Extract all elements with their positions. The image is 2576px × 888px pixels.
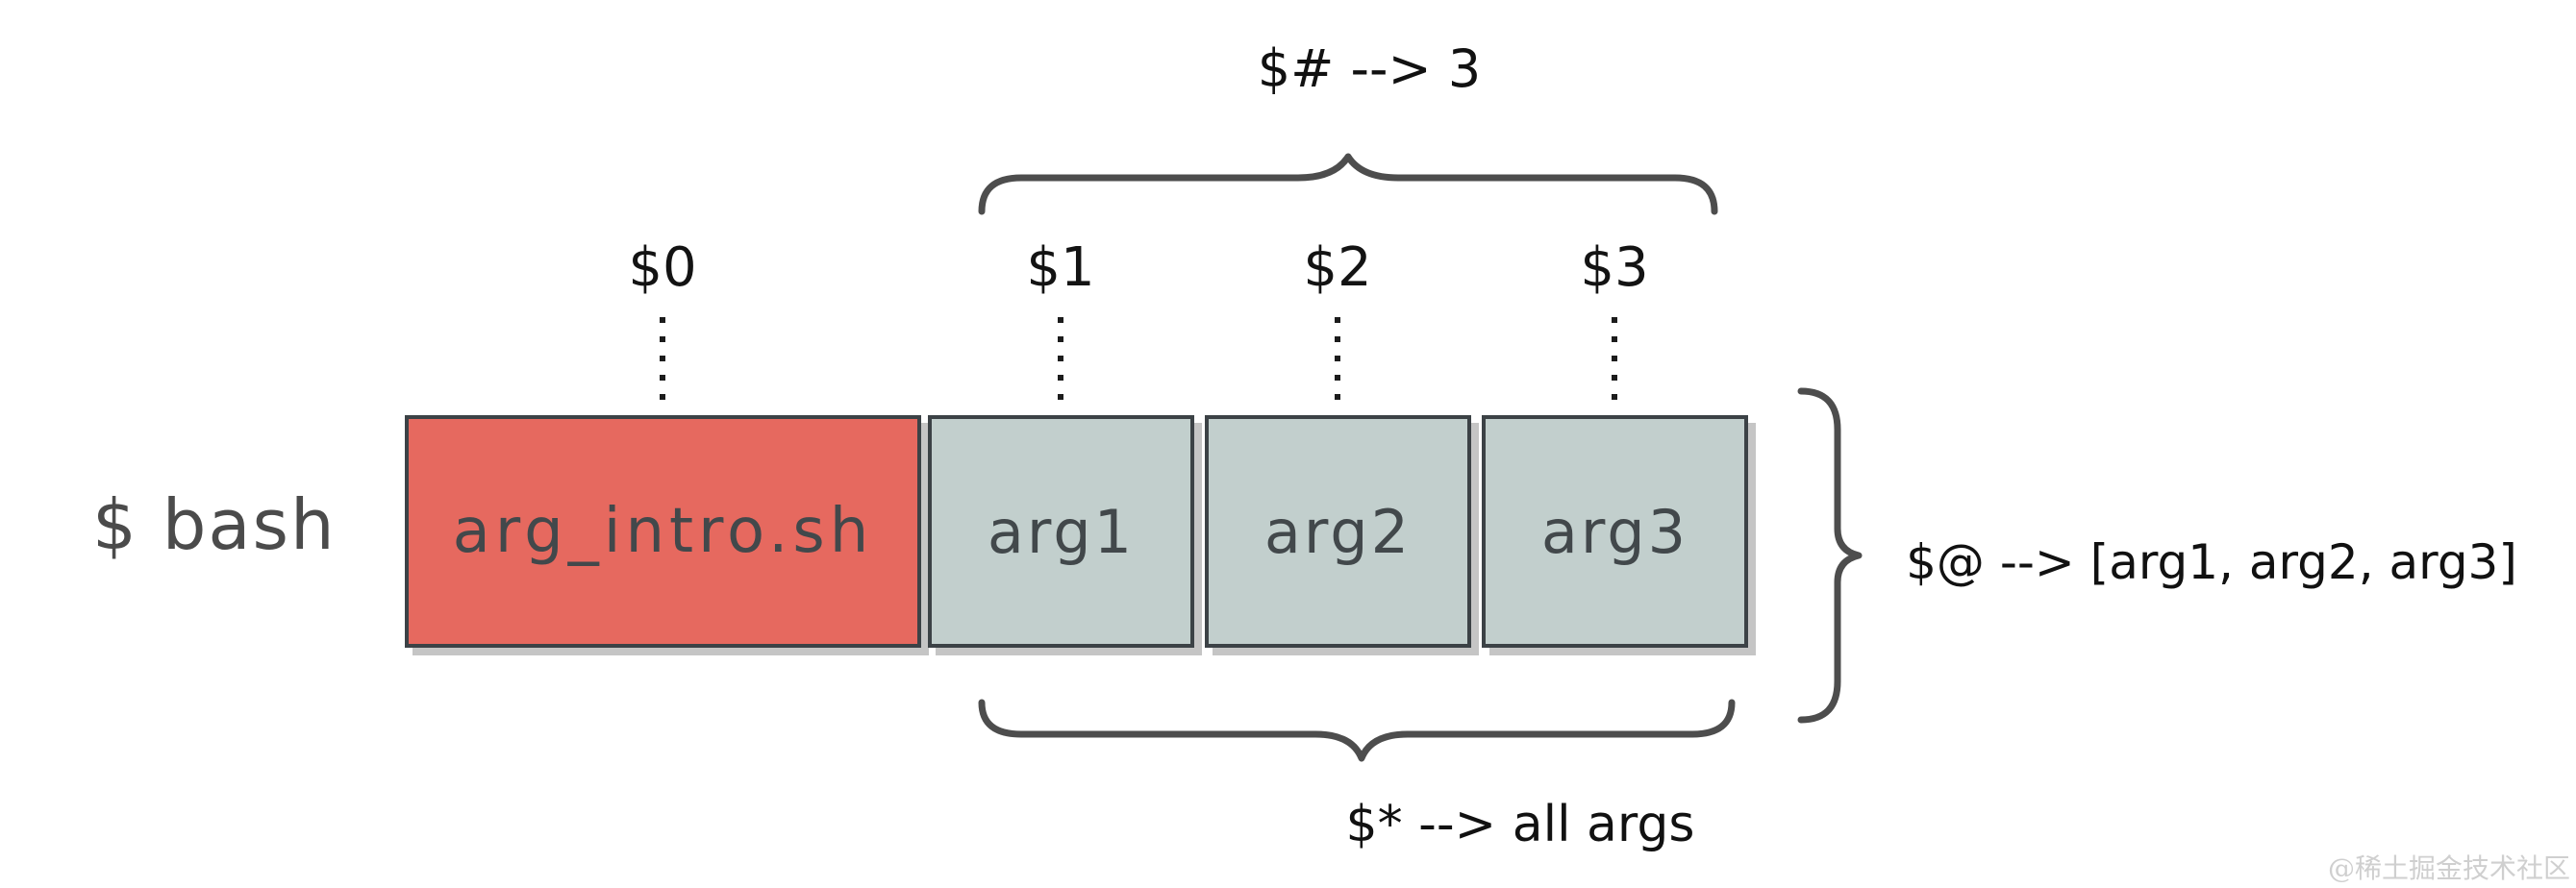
arg-count-brace-icon bbox=[977, 152, 1719, 215]
all-args-brace-icon bbox=[977, 698, 1737, 763]
watermark: @稀土掘金技术社区 bbox=[2327, 852, 2570, 884]
arg3-box: arg3 bbox=[1482, 415, 1748, 648]
arg2-label: arg2 bbox=[1263, 496, 1413, 567]
arg-count-annotation: $# --> 3 bbox=[1257, 38, 1482, 99]
dotted-connector-2 bbox=[1335, 317, 1340, 411]
var-label-2: $2 bbox=[1303, 236, 1372, 299]
script-name-label: arg_intro.sh bbox=[452, 496, 874, 567]
dotted-connector-0 bbox=[660, 317, 665, 411]
var-label-1: $1 bbox=[1026, 236, 1095, 299]
script-name-box: arg_intro.sh bbox=[405, 415, 921, 648]
shell-prompt: $ bash bbox=[92, 484, 337, 565]
arg2-box: arg2 bbox=[1205, 415, 1471, 648]
at-array-annotation: $@ --> [arg1, arg2, arg3] bbox=[1906, 534, 2517, 590]
arg1-label: arg1 bbox=[987, 496, 1136, 567]
dotted-connector-1 bbox=[1058, 317, 1063, 411]
arg1-box: arg1 bbox=[928, 415, 1194, 648]
dotted-connector-3 bbox=[1612, 317, 1617, 411]
array-brace-icon bbox=[1794, 386, 1863, 725]
var-label-3: $3 bbox=[1580, 236, 1649, 299]
arg3-label: arg3 bbox=[1540, 496, 1689, 567]
star-all-annotation: $* --> all args bbox=[1345, 796, 1695, 853]
var-label-0: $0 bbox=[628, 236, 697, 299]
